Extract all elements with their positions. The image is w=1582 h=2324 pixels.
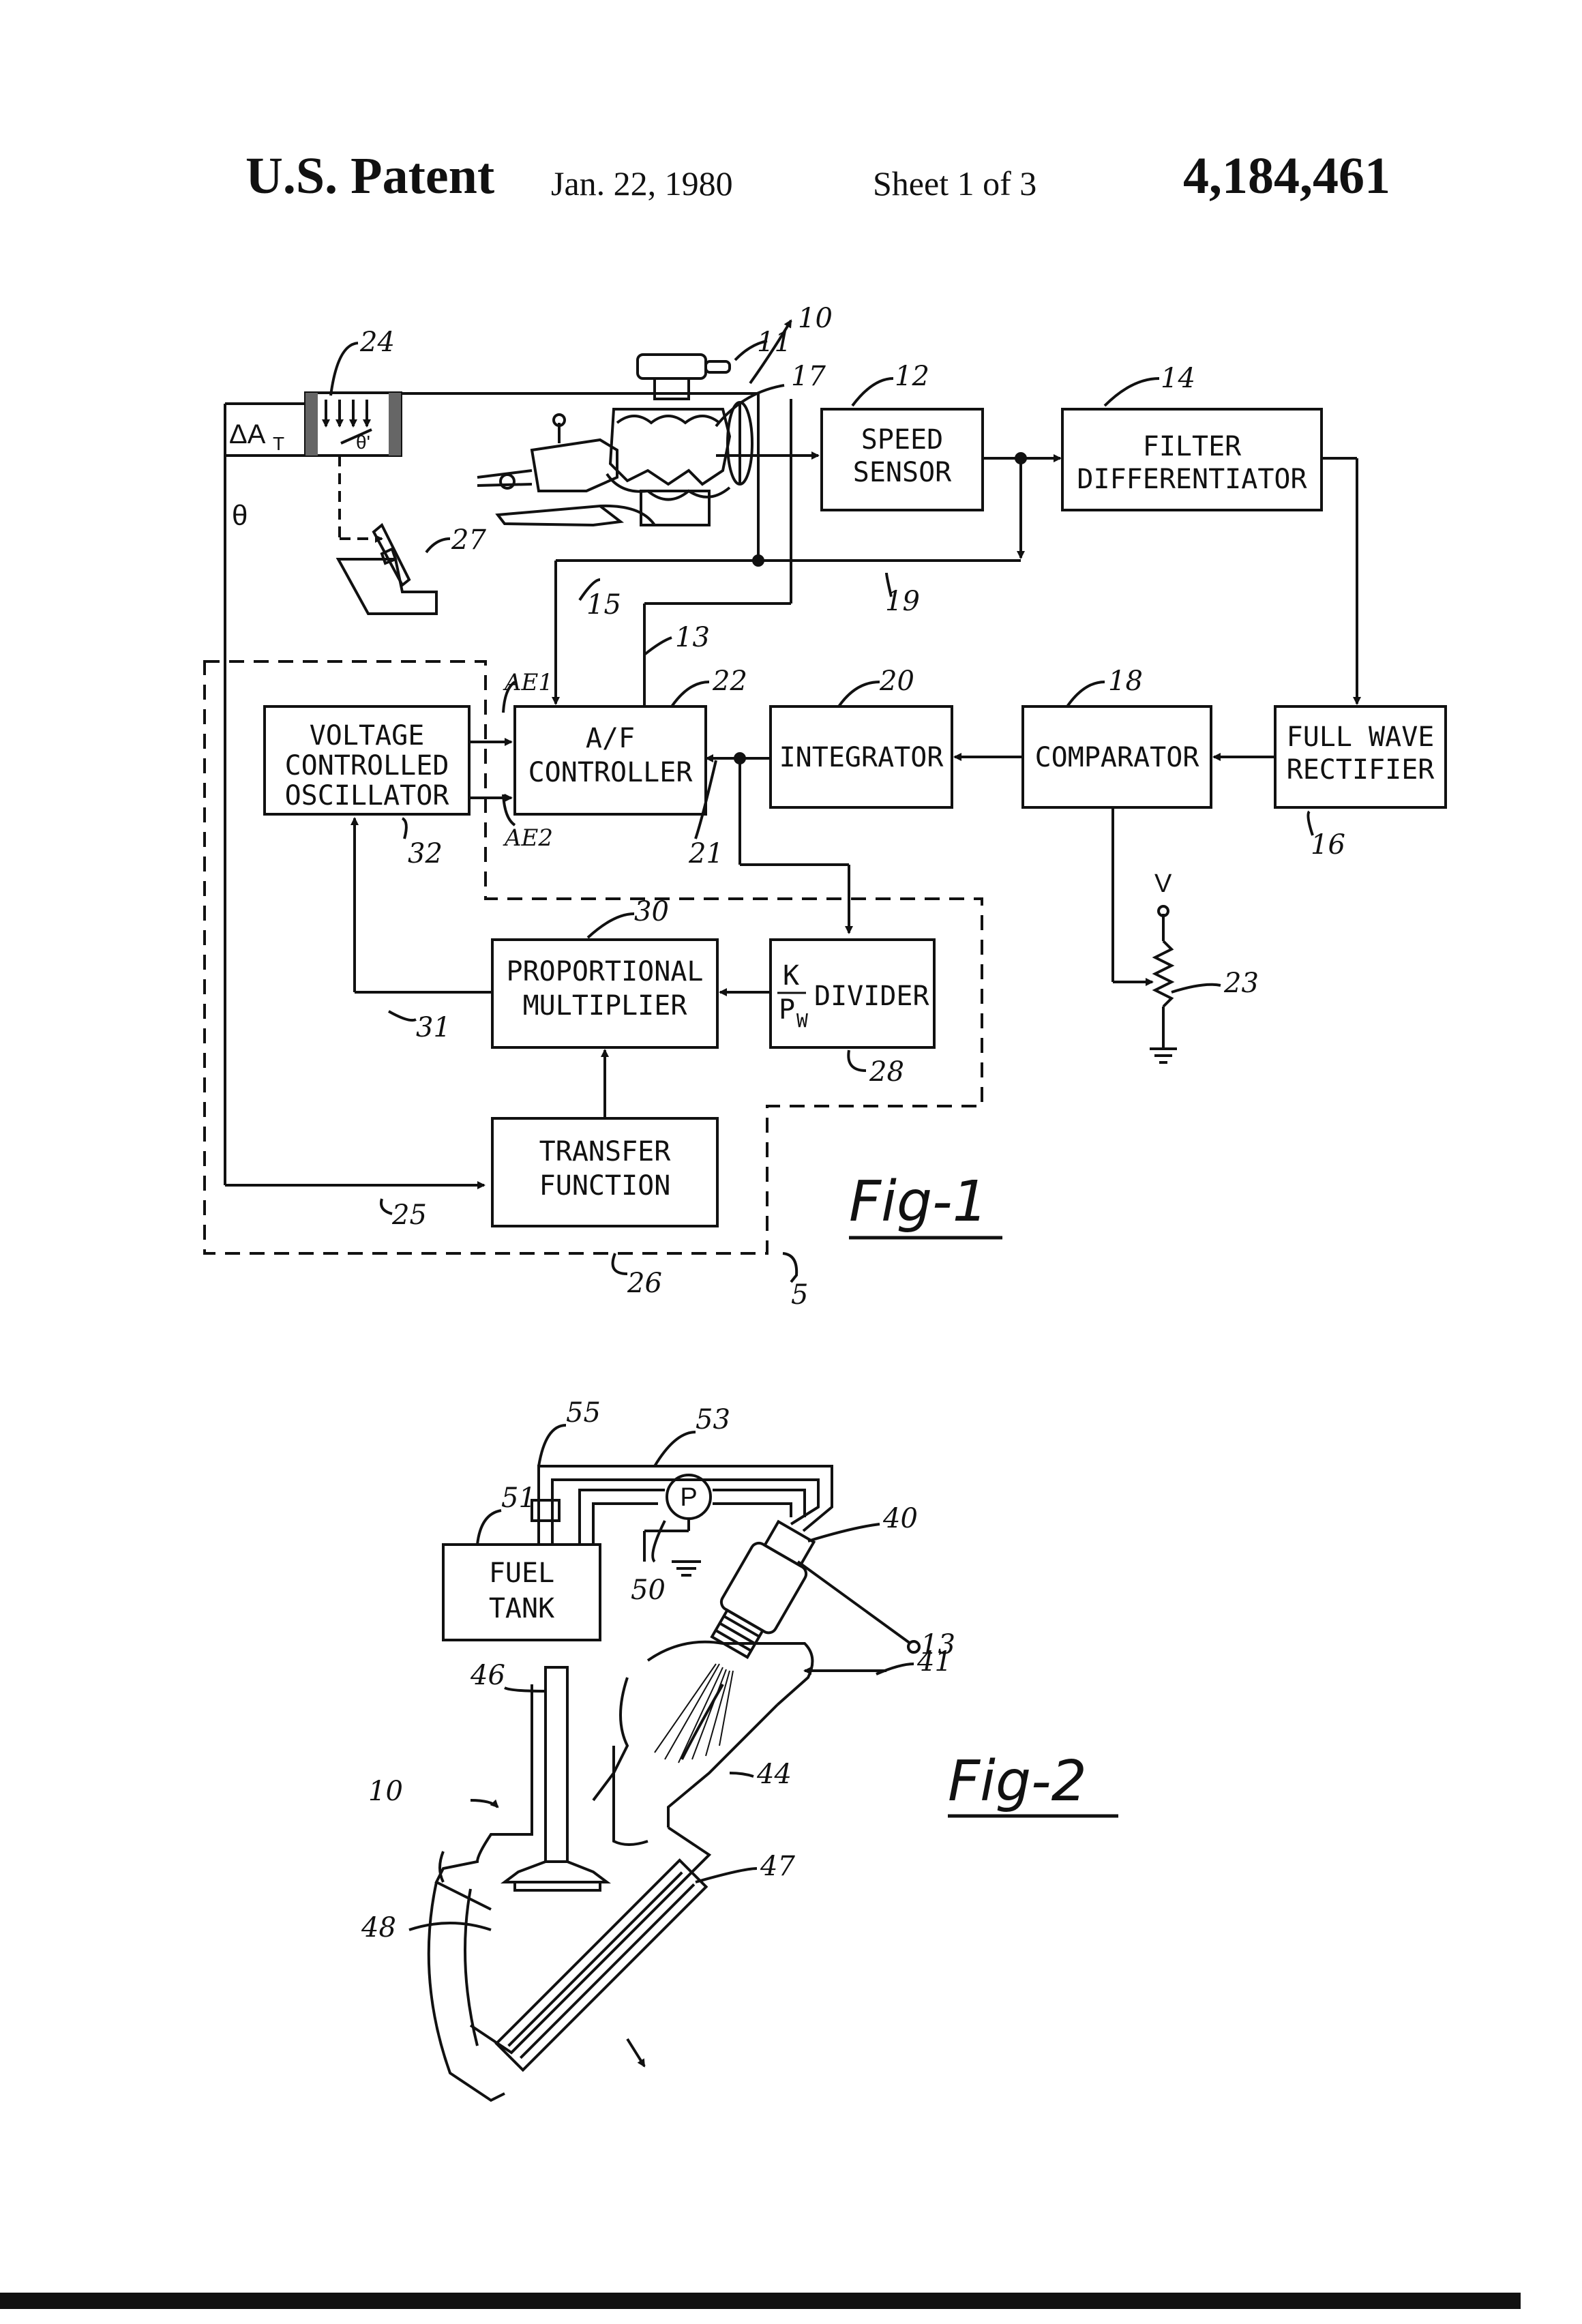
ref-27: 27: [451, 524, 486, 556]
ref-32: 32: [408, 838, 443, 869]
speed-sensor-line2: SENSOR: [853, 457, 952, 488]
accelerator-pedal: [338, 559, 436, 614]
ref-15: 15: [586, 589, 621, 621]
ref-28: 28: [869, 1056, 904, 1088]
divider-k: K: [783, 960, 799, 992]
fuel-tank-line1: FUEL: [489, 1558, 554, 1589]
ae1-label: AE1: [503, 669, 553, 696]
pump-label: P: [680, 1483, 697, 1512]
scan-edge-bar: [0, 2293, 1521, 2309]
ref-50: 50: [631, 1575, 666, 1606]
ref-10: 10: [798, 303, 833, 334]
throttle-wall-right: [389, 393, 401, 456]
ref-21: 21: [688, 838, 723, 869]
fig1-label: Fig-1: [849, 1170, 988, 1234]
ref-19: 19: [885, 586, 920, 617]
ref-12: 12: [895, 361, 929, 392]
vco-line2: CONTROLLED: [285, 750, 449, 781]
ref-11: 11: [757, 327, 792, 358]
piston-47: [496, 1860, 706, 2070]
valve-head: [505, 1862, 607, 1882]
theta-prime-label: θ': [356, 432, 370, 453]
delta-a-label: ΔA: [229, 419, 266, 449]
transfer-line1: TRANSFER: [539, 1136, 672, 1167]
throttle-wall-left: [305, 393, 318, 456]
ref-26: 26: [627, 1268, 662, 1299]
ref-18: 18: [1108, 666, 1143, 697]
fuel-tank-line2: TANK: [489, 1593, 554, 1624]
fuel-injector: [703, 1517, 822, 1663]
ref-53: 53: [696, 1404, 730, 1435]
engine-illustration: [477, 355, 752, 525]
ref-5: 5: [791, 1279, 808, 1311]
figure-2: [409, 1425, 919, 2100]
ref-13: 13: [675, 622, 710, 653]
multiplier-line1: PROPORTIONAL: [507, 956, 704, 987]
ref-46: 46: [470, 1660, 505, 1691]
ae2-label: AE2: [503, 824, 553, 852]
ref-16: 16: [1311, 829, 1345, 861]
divider-p: P: [779, 994, 795, 1026]
ref-47: 47: [760, 1851, 795, 1882]
ref-23: 23: [1223, 968, 1259, 999]
transfer-line2: FUNCTION: [539, 1170, 671, 1202]
intake-valve-stem: [546, 1667, 567, 1862]
ref-17: 17: [791, 361, 826, 392]
rectifier-line2: RECTIFIER: [1287, 754, 1435, 786]
theta-label: θ: [232, 499, 248, 531]
ref-20: 20: [879, 666, 914, 697]
divider-text: DIVIDER: [814, 981, 929, 1012]
af-controller-line1: A/F: [586, 723, 635, 754]
v-label: V: [1154, 869, 1172, 898]
ref-10: 10: [368, 1776, 403, 1807]
delta-a-sub: T: [273, 433, 284, 454]
ref-31: 31: [416, 1012, 451, 1043]
divider-label: K P W DIVIDER: [777, 960, 929, 1032]
vco-line1: VOLTAGE: [310, 720, 425, 751]
filter-line2: DIFFERENTIATOR: [1077, 464, 1307, 495]
potentiometer-23: [1155, 941, 1171, 1007]
multiplier-line2: MULTIPLIER: [523, 990, 688, 1022]
ref-14: 14: [1161, 363, 1195, 394]
ref-55: 55: [566, 1397, 601, 1429]
af-controller-line2: CONTROLLER: [528, 757, 693, 788]
ref-40: 40: [882, 1503, 918, 1534]
rectifier-line1: FULL WAVE: [1287, 721, 1435, 753]
fuel-spray: [655, 1664, 733, 1763]
fig2-label: Fig-2: [948, 1749, 1087, 1814]
ref-48: 48: [361, 1912, 396, 1943]
ref-30: 30: [634, 896, 669, 927]
ref-44: 44: [756, 1759, 792, 1790]
ref-41: 41: [916, 1646, 952, 1678]
vco-line3: OSCILLATOR: [285, 780, 450, 811]
comparator-label: COMPARATOR: [1035, 742, 1200, 773]
divider-w: W: [796, 1009, 808, 1032]
ref-22: 22: [712, 666, 747, 697]
ref-51: 51: [501, 1483, 536, 1514]
speed-sensor-line1: SPEED: [861, 424, 943, 456]
ref-25: 25: [391, 1200, 427, 1231]
integrator-label: INTEGRATOR: [779, 742, 944, 773]
filter-line1: FILTER: [1143, 431, 1242, 462]
ref-24: 24: [359, 327, 395, 358]
